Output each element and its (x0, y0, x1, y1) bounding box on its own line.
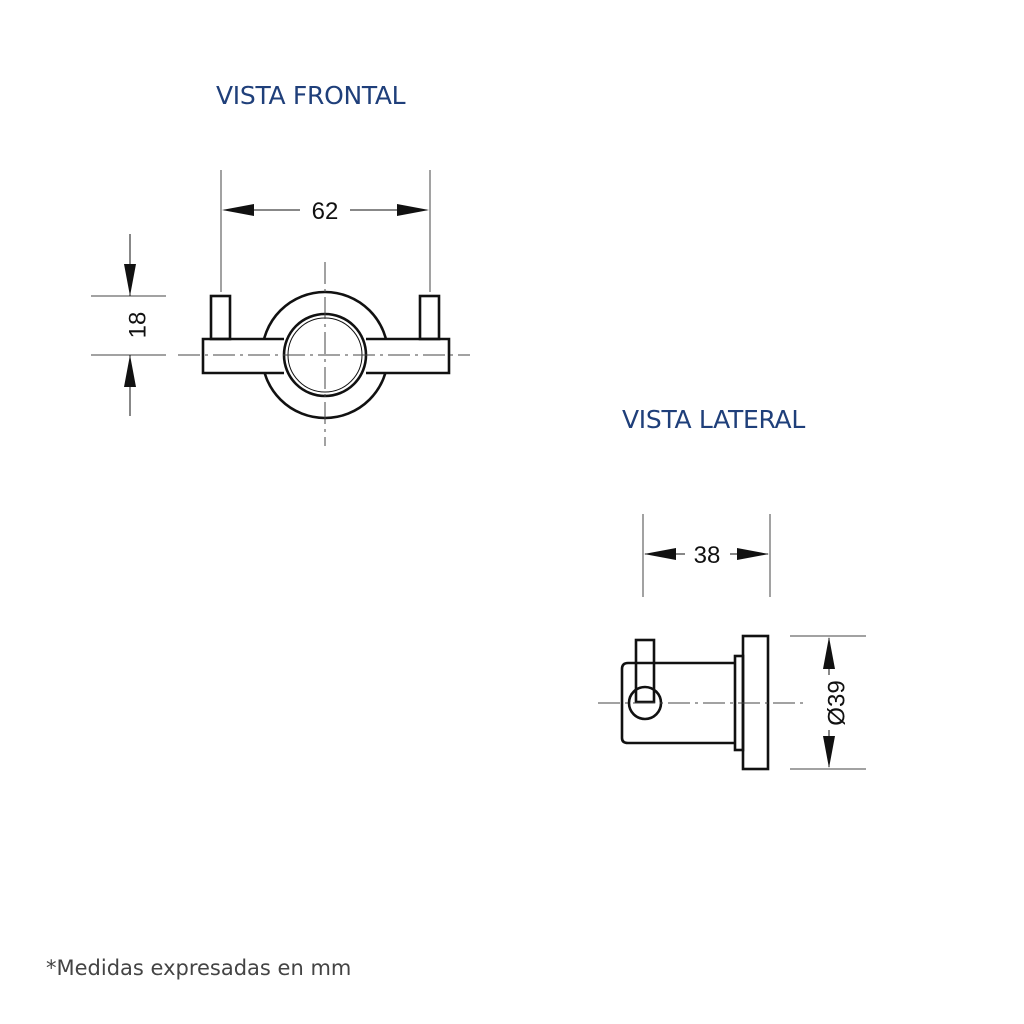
side-diameter-dimension (823, 637, 835, 768)
front-view: VISTA FRONTAL 62 18 (91, 81, 470, 446)
side-view: VISTA LATERAL 38 Ø39 (598, 405, 866, 771)
front-width-label: 62 (312, 198, 339, 225)
side-depth-dimension (644, 548, 769, 560)
front-height-dimension (124, 234, 136, 416)
left-hook-tip (209, 294, 232, 341)
hook-stem (634, 638, 656, 704)
hook-arm (201, 337, 451, 375)
side-view-title: VISTA LATERAL (622, 405, 805, 434)
hook-side-outline (598, 634, 808, 771)
right-hook-tip (418, 294, 441, 341)
front-view-title: VISTA FRONTAL (216, 81, 406, 110)
side-diameter-label: Ø39 (823, 680, 850, 725)
front-height-label: 18 (124, 312, 151, 339)
front-width-dimension (222, 204, 429, 216)
hook-front-outline (178, 262, 470, 446)
side-depth-label: 38 (694, 542, 721, 569)
body-cylinder (620, 661, 735, 745)
units-footnote: *Medidas expresadas en mm (46, 956, 351, 980)
